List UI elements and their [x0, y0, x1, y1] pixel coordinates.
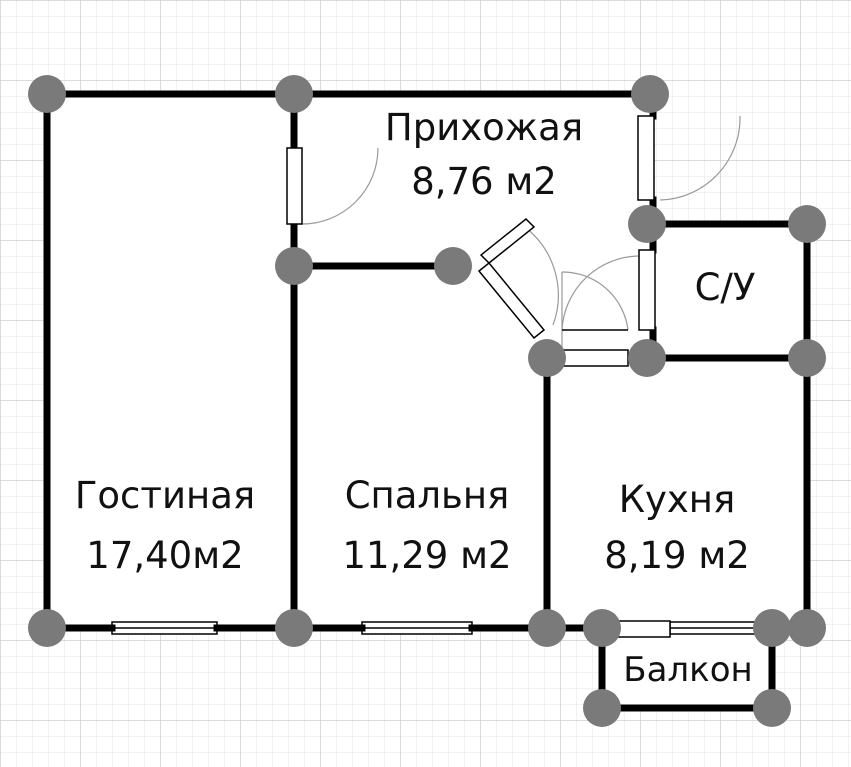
door-bathroom: [561, 249, 656, 331]
balcony-name: Балкон: [623, 650, 752, 690]
living-area: 17,40м2: [86, 534, 243, 577]
living-name: Гостиная: [75, 474, 255, 517]
window-living: [111, 621, 218, 635]
window-kitchen-balcony: [669, 621, 761, 635]
hallway-name: Прихожая: [385, 106, 583, 149]
door-kitchen: [561, 271, 629, 367]
room-labels: Прихожая 8,76 м2 С/У Гостиная 17,40м2 Сп…: [75, 106, 756, 690]
door-hallway-living: [286, 147, 379, 225]
door-entrance: [637, 115, 741, 201]
door-bedroom: [477, 217, 559, 340]
kitchen-area: 8,19 м2: [604, 534, 750, 577]
bedroom-area: 11,29 м2: [342, 534, 511, 577]
room-floors: [47, 94, 807, 708]
hallway-area: 8,76 м2: [411, 160, 557, 203]
window-bedroom: [361, 621, 473, 635]
bathroom-name: С/У: [695, 266, 756, 309]
bedroom-name: Спальня: [345, 474, 510, 517]
kitchen-name: Кухня: [619, 478, 736, 521]
doors: [286, 115, 741, 638]
wall-nodes: [28, 75, 826, 727]
